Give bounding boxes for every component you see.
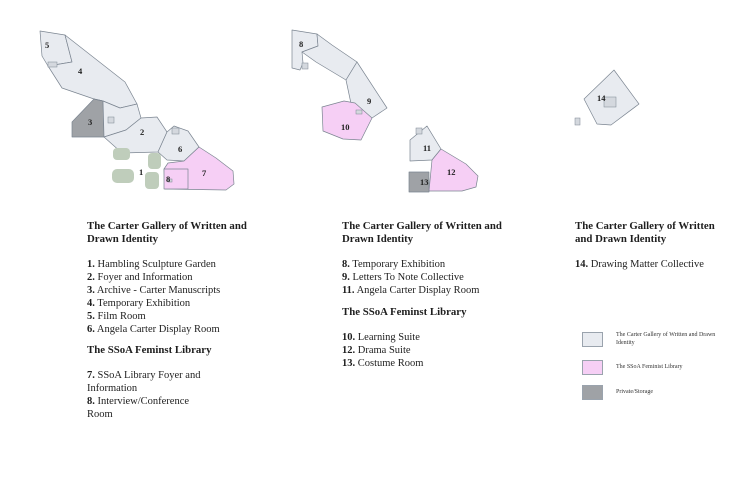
column-heading: The SSoA Feminst Library	[87, 344, 212, 357]
legend-swatch	[582, 385, 603, 400]
legend-swatch	[582, 332, 603, 347]
legend-private: Private/Storage	[582, 385, 726, 400]
list-item: 2. Foyer and Information	[87, 271, 193, 283]
legend-label: The Carter Gallery of Written and Drawn …	[616, 332, 716, 346]
svg-text:9: 9	[367, 96, 371, 106]
svg-text:11: 11	[423, 143, 431, 153]
legend-swatch	[582, 360, 603, 375]
corridor-2	[301, 33, 358, 81]
svg-text:10: 10	[341, 122, 350, 132]
svg-text:7: 7	[202, 168, 207, 178]
interior-details	[47, 61, 617, 183]
legend-gallery: The Carter Gallery of Written and Drawn …	[582, 332, 726, 347]
svg-text:4: 4	[78, 66, 83, 76]
svg-text:13: 13	[420, 177, 429, 187]
list-item: 6. Angela Carter Display Room	[87, 323, 220, 335]
svg-text:6: 6	[178, 144, 182, 154]
svg-text:5: 5	[45, 40, 49, 50]
legend-column-1: The Carter Gallery of Written and Drawn …	[87, 220, 252, 422]
list-item: 8. Temporary Exhibition	[342, 259, 446, 270]
column-heading: The Carter Gallery of Written and Drawn …	[342, 220, 502, 245]
list-item: 9. Letters To Note Collective	[342, 271, 464, 283]
column-heading: The Carter Gallery of Written and Drawn …	[87, 220, 247, 245]
svg-text:1: 1	[139, 167, 143, 177]
list-item: 4. Temporary Exhibition	[87, 297, 191, 309]
list-item: 1. Hambling Sculpture Garden	[87, 259, 216, 270]
svg-text:3: 3	[88, 117, 92, 127]
room-8-plan1[interactable]	[163, 168, 189, 190]
legend-library: The SSoA Feminist Library	[582, 360, 726, 375]
svg-text:2: 2	[140, 127, 144, 137]
floor-plans: 1 2 3 4 5 6 7 8 8 9 10 11 12 13 14	[39, 29, 640, 193]
legend-column-3: The Carter Gallery of Written and Drawn …	[575, 220, 725, 272]
room-13[interactable]	[408, 171, 430, 193]
list-item: 14. Drawing Matter Collective	[575, 259, 704, 270]
column-heading: The Carter Gallery of Written and Drawn …	[575, 220, 715, 245]
svg-text:14: 14	[597, 93, 606, 103]
list-item: 7. SSoA Library Foyer and Information	[87, 370, 201, 395]
svg-text:12: 12	[447, 167, 456, 177]
legend-label: The SSoA Feminist Library	[616, 363, 683, 370]
room-6[interactable]	[157, 125, 200, 162]
list-item: 10. Learning Suite	[342, 331, 420, 343]
sculpture-garden	[112, 148, 161, 189]
legend-column-2: The Carter Gallery of Written and Drawn …	[342, 220, 507, 370]
list-item: 3. Archive - Carter Manuscripts	[87, 284, 221, 296]
svg-text:8: 8	[299, 39, 303, 49]
list-item: 8. Interview/Conference Room	[87, 396, 190, 421]
list-item: 13. Costume Room	[342, 357, 424, 369]
list-item: 5. Film Room	[87, 310, 146, 322]
column-heading: The SSoA Feminst Library	[342, 305, 467, 318]
list-item: 12. Drama Suite	[342, 344, 411, 356]
room-12[interactable]	[428, 148, 479, 192]
room-labels: 1 2 3 4 5 6 7 8 8 9 10 11 12 13 14	[45, 39, 606, 187]
legend-label: Private/Storage	[616, 388, 653, 395]
svg-text:8: 8	[166, 174, 170, 184]
list-item: 11. Angela Carter Display Room	[342, 284, 480, 296]
